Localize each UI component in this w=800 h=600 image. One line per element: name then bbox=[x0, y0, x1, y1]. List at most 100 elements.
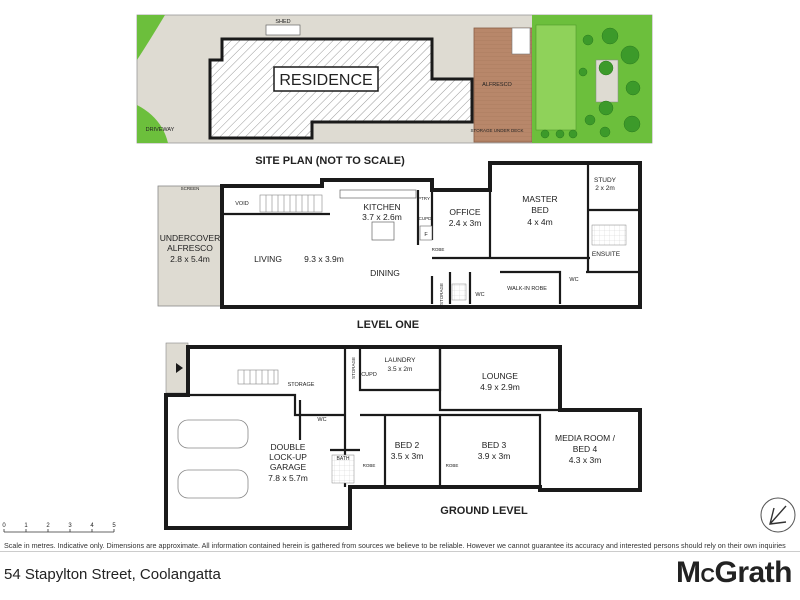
scale-tick-label: 1 bbox=[24, 523, 28, 529]
fridge-space bbox=[419, 225, 433, 241]
fridge-label: F bbox=[424, 232, 428, 238]
garage-label-2: LOCK-UP bbox=[269, 452, 307, 462]
pantry-label: PTRY bbox=[418, 196, 430, 201]
laundry-dims: 3.5 x 2m bbox=[388, 366, 413, 373]
tree-icon bbox=[601, 27, 619, 45]
palm-icon bbox=[598, 100, 614, 116]
ground-wc-label: WC bbox=[317, 417, 326, 423]
ground-level-plan: STORAGE STORAGE CUPD LAUNDRY 3.5 x 2m LO… bbox=[164, 342, 642, 530]
site-plan-caption: SITE PLAN (NOT TO SCALE) bbox=[255, 155, 405, 167]
wc-label-2: WC bbox=[569, 277, 578, 283]
scale-tick-label: 4 bbox=[90, 523, 94, 529]
ensuite-fixtures bbox=[591, 224, 627, 246]
kitchen-island bbox=[371, 221, 395, 241]
garage-label-1: DOUBLE bbox=[271, 442, 306, 452]
property-address: 54 Stapylton Street, Coolangatta bbox=[4, 566, 221, 583]
palm-icon bbox=[598, 60, 614, 76]
storage-under-deck-label: STORAGE UNDER DECK bbox=[471, 128, 524, 133]
garage-cars bbox=[177, 419, 249, 499]
shrub-icon bbox=[578, 67, 588, 77]
level-one-plan: SCREEN UNDERCOVER ALFRESCO 2.8 x 5.4m bbox=[157, 161, 642, 331]
bed2-dims: 3.5 x 3m bbox=[391, 451, 424, 461]
garage-label-3: GARAGE bbox=[270, 462, 307, 472]
logo-c: C bbox=[700, 565, 715, 587]
driveway-label: DRIVEWAY bbox=[146, 127, 175, 133]
laundry-label: LAUNDRY bbox=[385, 357, 417, 364]
scale-tick-label: 5 bbox=[112, 523, 116, 529]
wc-fixture bbox=[451, 283, 467, 301]
level-one-storage-label: STORAGE bbox=[439, 283, 444, 305]
garage-dims: 7.8 x 5.7m bbox=[268, 473, 308, 483]
robe-label-1: ROBE bbox=[363, 463, 376, 468]
study-label: STUDY bbox=[594, 177, 617, 184]
ground-stair bbox=[237, 369, 279, 385]
lounge-dims: 4.9 x 2.9m bbox=[480, 382, 520, 392]
north-arrow-icon bbox=[760, 497, 796, 533]
level-one-heading: LEVEL ONE bbox=[357, 319, 419, 331]
shed-label: SHED bbox=[275, 19, 290, 25]
driveway-lawn-bottom bbox=[137, 105, 168, 143]
living-dims: 9.3 x 3.9m bbox=[304, 254, 344, 264]
scale-tick-label: 2 bbox=[46, 523, 50, 529]
master-bed-dims: 4 x 4m bbox=[527, 217, 553, 227]
ensuite-label: ENSUITE bbox=[592, 251, 621, 258]
garden-plants bbox=[540, 27, 641, 139]
palm-icon bbox=[623, 115, 641, 133]
agency-logo: MCGrath bbox=[676, 556, 792, 590]
media-room-label-2: BED 4 bbox=[573, 444, 598, 454]
kitchen-bench bbox=[339, 189, 417, 199]
master-bed-label-2: BED bbox=[531, 205, 548, 215]
undercover-alfresco-label-2: ALFRESCO bbox=[167, 243, 213, 253]
shrub-icon bbox=[540, 129, 550, 139]
media-room-dims: 4.3 x 3m bbox=[569, 455, 602, 465]
bed3-label: BED 3 bbox=[482, 440, 507, 450]
level-one-interior-walls bbox=[222, 163, 640, 304]
undercover-alfresco bbox=[157, 185, 223, 307]
ground-level-heading: GROUND LEVEL bbox=[440, 505, 528, 517]
residence-label-box bbox=[273, 66, 379, 92]
robe-label-2: ROBE bbox=[446, 463, 459, 468]
living-label: LIVING bbox=[254, 254, 282, 264]
shrub-icon bbox=[582, 34, 594, 46]
office-label: OFFICE bbox=[449, 207, 480, 217]
pool-lawn bbox=[535, 24, 577, 131]
master-bed-label-1: MASTER bbox=[522, 194, 557, 204]
laundry-cupboard-label: CUPD bbox=[361, 372, 377, 378]
scale-tick-label: 0 bbox=[2, 523, 6, 529]
shrub-icon bbox=[584, 114, 596, 126]
alfresco-label: ALFRESCO bbox=[482, 82, 512, 88]
residence-label: RESIDENCE bbox=[279, 72, 372, 89]
kitchen-dims: 3.7 x 2.6m bbox=[362, 212, 402, 222]
site-plan: DRIVEWAY RESIDENCE SHED ALFRESCO STORAGE… bbox=[136, 14, 653, 167]
undercover-alfresco-label-1: UNDERCOVER bbox=[160, 233, 220, 243]
cupboard-label: CUPD bbox=[419, 216, 433, 221]
bath-label: BATH bbox=[337, 456, 350, 462]
driveway-lawn-top bbox=[137, 15, 165, 60]
car-icon bbox=[177, 419, 249, 449]
storage-small-label: STORAGE bbox=[351, 357, 356, 379]
undercover-alfresco-dims: 2.8 x 5.4m bbox=[170, 254, 210, 264]
deck-stairs bbox=[511, 27, 531, 55]
level-one-stair bbox=[259, 194, 323, 213]
kitchen-label: KITCHEN bbox=[363, 202, 400, 212]
disclaimer-text: Scale in metres. Indicative only. Dimens… bbox=[4, 541, 786, 550]
bath-fixture bbox=[331, 454, 355, 484]
tree-icon bbox=[620, 45, 640, 65]
palm-icon bbox=[625, 80, 641, 96]
lounge-label: LOUNGE bbox=[482, 371, 518, 381]
shrub-icon bbox=[568, 129, 578, 139]
logo-rest: Grath bbox=[714, 556, 792, 589]
shrub-icon bbox=[599, 126, 611, 138]
bed3-dims: 3.9 x 3m bbox=[478, 451, 511, 461]
car-icon bbox=[177, 469, 249, 499]
screen-label: SCREEN bbox=[181, 186, 200, 191]
walk-in-robe-label: WALK-IN ROBE bbox=[507, 286, 547, 292]
entry-arrow-icon bbox=[176, 363, 183, 373]
logo-m: M bbox=[676, 556, 701, 589]
void-label: VOID bbox=[235, 201, 248, 207]
office-robe-label: ROBE bbox=[432, 247, 445, 252]
footer-divider bbox=[0, 551, 800, 552]
study-dims: 2 x 2m bbox=[595, 185, 615, 192]
shed bbox=[265, 24, 301, 36]
